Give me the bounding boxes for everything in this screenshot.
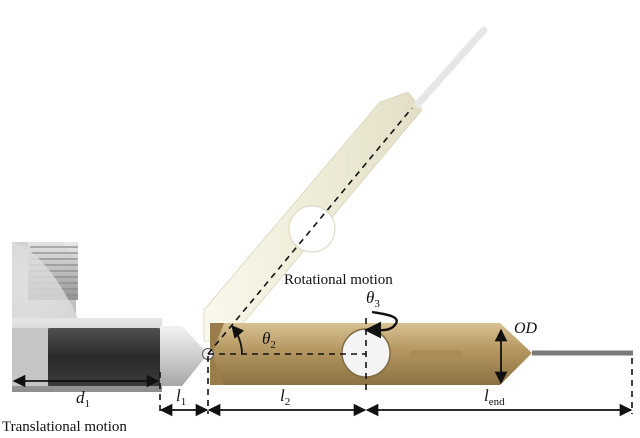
- theta2-label: θ2: [262, 329, 276, 351]
- base-cone: [160, 326, 208, 386]
- base-shaft-tip: [12, 328, 48, 386]
- rotated-segment: [203, 26, 488, 342]
- theta3-arrow: [364, 310, 398, 339]
- rotated-needle: [414, 26, 488, 108]
- theta2-arc: [231, 325, 245, 355]
- rotated-window: [288, 205, 336, 253]
- translational-motion-label: Translational motion: [2, 419, 127, 434]
- rotational-motion-label: Rotational motion: [284, 272, 393, 288]
- horizontal-segment: [210, 323, 633, 385]
- l2-label: l2: [280, 386, 290, 408]
- chuck-body: [12, 242, 78, 318]
- dark-collar: [46, 328, 162, 386]
- od-label: OD: [514, 320, 538, 337]
- theta3-label: θ3: [366, 288, 380, 310]
- lend-label: lend: [484, 386, 505, 408]
- d1-label: d1: [76, 388, 90, 410]
- l1-label: l1: [176, 386, 186, 408]
